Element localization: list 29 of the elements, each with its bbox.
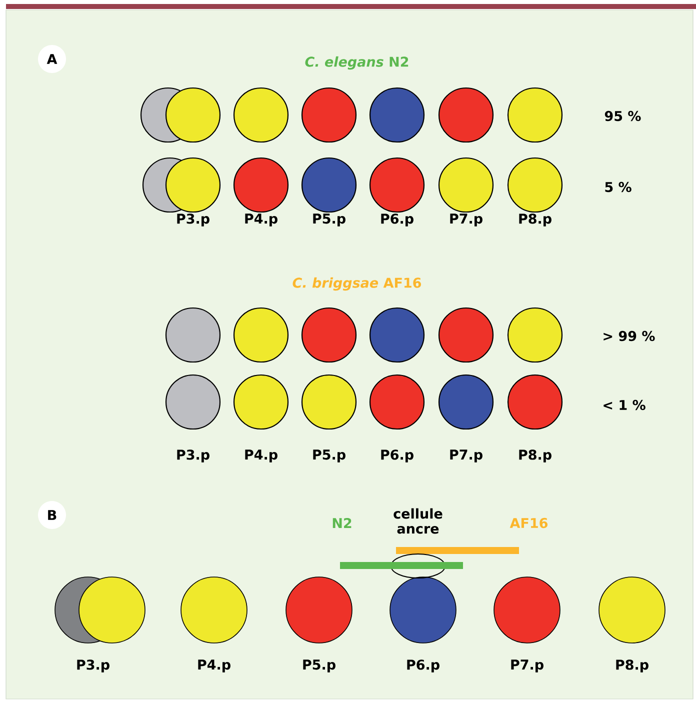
panel-letter: B xyxy=(38,501,66,529)
cell-label: P7.p xyxy=(450,214,482,226)
cell-label: P8.p xyxy=(519,450,552,462)
percentage: < 1 % xyxy=(604,400,646,410)
cell-label: P4.p xyxy=(245,214,278,226)
cell-label: P6.p xyxy=(381,450,414,462)
cell-label: P5.p xyxy=(303,660,336,672)
cell-label: P4.p xyxy=(198,660,230,672)
cell-label: P7.p xyxy=(450,450,482,462)
cell-label: P7.p xyxy=(511,660,544,672)
cell-label: P5.p xyxy=(313,450,346,462)
cell-label: P8.p xyxy=(616,660,648,672)
strain-label: N2 xyxy=(332,518,352,528)
cell-label: P8.p xyxy=(519,214,552,226)
cell-label: P5.p xyxy=(313,214,346,226)
percentage: 95 % xyxy=(604,110,641,122)
strain-label: AF16 xyxy=(510,518,548,528)
cell-label: P3.p xyxy=(77,660,110,672)
percentage: 5 % xyxy=(605,182,632,192)
strain-title: C. elegans N2 xyxy=(305,56,408,70)
cell-label: P6.p xyxy=(407,660,440,672)
strain-title: C. briggsae AF16 xyxy=(292,277,422,291)
cell-label: P3.p xyxy=(177,450,210,462)
cell-label: P3.p xyxy=(177,214,210,226)
cell-label: P6.p xyxy=(381,214,414,226)
anchor-cell-label: cellule ancre xyxy=(394,508,442,534)
cell-label: P4.p xyxy=(245,450,278,462)
panel-letter: A xyxy=(38,45,66,73)
percentage: > 99 % xyxy=(604,330,655,342)
